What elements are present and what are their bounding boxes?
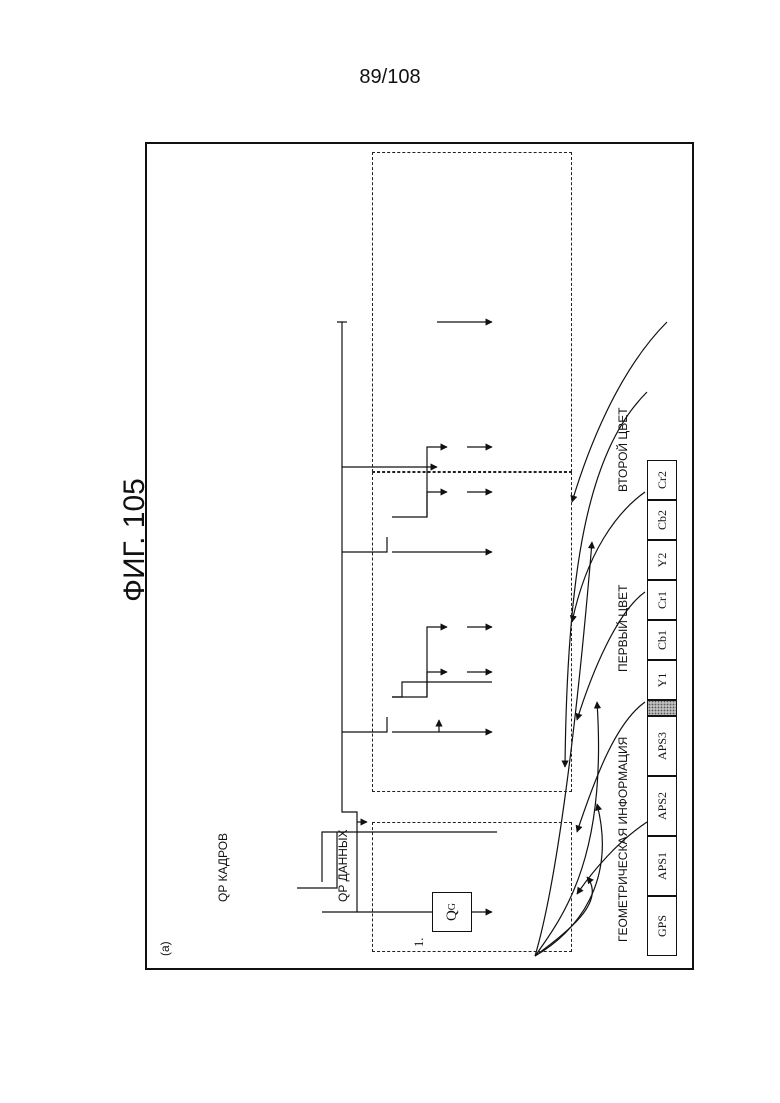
- stream-cell-cr2: Cr2: [647, 460, 677, 500]
- stream-cell-cr1: Cr1: [647, 580, 677, 620]
- data-qp-label: QP ДАННЫХ: [337, 829, 350, 902]
- stream-cell-aps2: APS2: [647, 776, 677, 836]
- q-g-sub: G: [447, 903, 458, 910]
- geometry-section-label: ГЕОМЕТРИЧЕСКАЯ ИНФОРМАЦИЯ: [617, 742, 630, 942]
- stream-cell-cb1: Cb1: [647, 620, 677, 660]
- stream-cell-aps1: APS1: [647, 836, 677, 896]
- frame-geometry-group: [372, 822, 572, 952]
- q-g-box: QG: [432, 892, 472, 932]
- frame-first-color-group: [372, 472, 572, 792]
- figure-rotated-canvas: (a) QP КАДРОВ QP ДАННЫХ QG 1. ГЕОМЕТРИЧЕ…: [147, 144, 696, 972]
- step1-label: 1.: [412, 938, 427, 947]
- stream-cell-y1: Y1: [647, 660, 677, 700]
- frame-second-color-group: [372, 152, 572, 472]
- stream-cell-aps3: APS3: [647, 716, 677, 776]
- frame-qp-label: QP КАДРОВ: [217, 833, 230, 902]
- figure-frame: (a) QP КАДРОВ QP ДАННЫХ QG 1. ГЕОМЕТРИЧЕ…: [145, 142, 694, 970]
- second-color-section-label: ВТОРОЙ ЦВЕТ: [617, 407, 630, 492]
- stream-cell-cb2: Cb2: [647, 500, 677, 540]
- part-a-label: (a): [159, 941, 172, 956]
- stream-cell-y2: Y2: [647, 540, 677, 580]
- stream-cell-gps: GPS: [647, 896, 677, 956]
- first-color-section-label: ПЕРВЫЙ ЦВЕТ: [617, 585, 630, 672]
- page-number: 89/108: [0, 66, 780, 89]
- stream-header: [647, 700, 677, 716]
